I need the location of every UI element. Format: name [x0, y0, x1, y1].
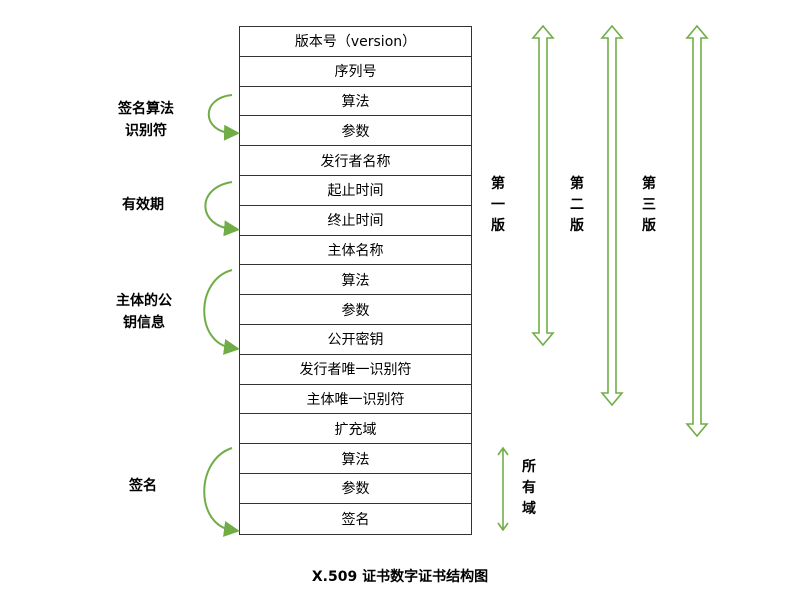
- label-validity: 有效期: [110, 194, 176, 216]
- field-pubkey-parameters: 参数: [240, 295, 471, 325]
- label-signature: 签名: [118, 475, 168, 497]
- label-char: 版: [642, 218, 656, 234]
- field-not-before: 起止时间: [240, 176, 471, 206]
- label-line: 识别符: [125, 123, 167, 139]
- label-char: 版: [570, 218, 584, 234]
- field-sig-algorithm: 算法: [240, 444, 471, 474]
- field-subject-unique-id: 主体唯一识别符: [240, 385, 471, 415]
- label-line: 钥信息: [123, 315, 165, 331]
- label-char: 二: [570, 197, 584, 213]
- label-all-domains: 所 有 域: [519, 457, 539, 520]
- double-arrow-version-2: [600, 24, 624, 407]
- label-signature-algorithm-id: 签名算法 识别符: [110, 98, 182, 142]
- label-line: 签名: [129, 478, 157, 494]
- label-line: 签名算法: [118, 101, 174, 117]
- label-char: 所: [522, 459, 536, 475]
- label-line: 主体的公: [116, 293, 172, 309]
- label-char: 域: [522, 501, 536, 517]
- label-version-3: 第 三 版: [639, 174, 659, 237]
- label-char: 有: [522, 480, 536, 496]
- field-signature-parameters: 参数: [240, 116, 471, 147]
- label-char: 第: [491, 176, 505, 192]
- label-char: 版: [491, 218, 505, 234]
- certificate-field-table: 版本号（version） 序列号 算法 参数 发行者名称 起止时间 终止时间 主…: [239, 26, 472, 535]
- label-subject-public-key-info: 主体的公 钥信息: [108, 290, 180, 334]
- field-subject-name: 主体名称: [240, 236, 471, 266]
- diagram-caption: X.509 证书数字证书结构图: [311, 569, 489, 585]
- field-serial-number: 序列号: [240, 57, 471, 87]
- field-public-key: 公开密钥: [240, 325, 471, 355]
- label-char: 一: [491, 197, 505, 213]
- double-arrow-version-3: [685, 24, 709, 438]
- field-issuer-unique-id: 发行者唯一识别符: [240, 355, 471, 385]
- curved-arrow-signature-algorithm: [207, 94, 240, 141]
- curved-arrow-signature: [203, 447, 240, 537]
- curved-arrow-public-key-info: [203, 269, 240, 355]
- field-sig-parameters: 参数: [240, 474, 471, 504]
- label-char: 三: [642, 197, 656, 213]
- label-line: 有效期: [122, 197, 164, 213]
- double-arrow-version-1: [531, 24, 555, 347]
- field-extensions: 扩充域: [240, 414, 471, 445]
- double-arrow-all-domains: [497, 446, 509, 532]
- field-signature-algorithm: 算法: [240, 87, 471, 117]
- label-char: 第: [570, 176, 584, 192]
- label-version-2: 第 二 版: [567, 174, 587, 237]
- field-issuer-name: 发行者名称: [240, 146, 471, 176]
- label-version-1: 第 一 版: [488, 174, 508, 237]
- label-char: 第: [642, 176, 656, 192]
- field-version: 版本号（version）: [240, 27, 471, 57]
- curved-arrow-validity: [204, 181, 240, 237]
- field-pubkey-algorithm: 算法: [240, 265, 471, 296]
- field-not-after: 终止时间: [240, 206, 471, 236]
- field-signature: 签名: [341, 511, 370, 528]
